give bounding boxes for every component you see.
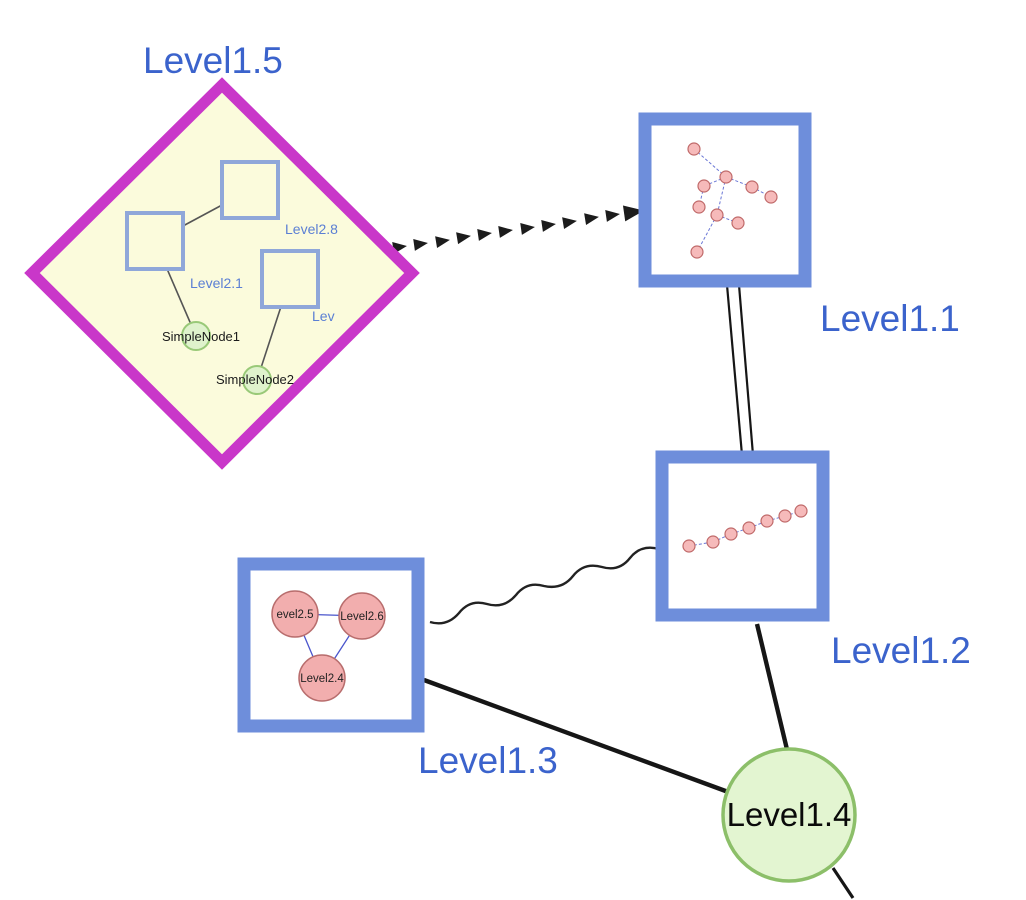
node-level25[interactable] — [271, 590, 319, 638]
group-node-level14[interactable]: Level1.4 — [721, 747, 857, 883]
label-level28: Level2.8 — [285, 221, 338, 237]
label-level21: Level2.1 — [190, 275, 243, 291]
mini-node[interactable] — [745, 180, 759, 194]
edge-level13-level14[interactable] — [423, 677, 751, 803]
label-level25: evel2.5 — [276, 609, 313, 621]
mini-node[interactable] — [760, 514, 774, 528]
node-level2x-square[interactable] — [260, 249, 320, 309]
node-simplenode2[interactable] — [242, 365, 272, 395]
level12-mini-nodes — [682, 504, 808, 553]
mini-node[interactable] — [710, 208, 724, 222]
node-level28-square[interactable] — [220, 160, 280, 220]
label-level24: Level2.4 — [300, 673, 344, 685]
group-node-level13[interactable]: evel2.5 Level2.6 Level2.4 — [237, 557, 425, 733]
mini-node[interactable] — [731, 216, 745, 230]
label-simplenode2: SimpleNode2 — [216, 372, 294, 387]
node-level26[interactable] — [338, 592, 386, 640]
mini-node[interactable] — [692, 200, 706, 214]
mini-node[interactable] — [687, 142, 701, 156]
node-level11-box[interactable] — [638, 112, 812, 288]
label-level12: Level1.2 — [831, 630, 971, 671]
mini-node[interactable] — [682, 539, 696, 553]
node-level12-box[interactable] — [655, 450, 830, 622]
mini-node[interactable] — [697, 179, 711, 193]
edge-wavy-level13-level12[interactable] — [429, 546, 660, 625]
group-node-level12[interactable] — [655, 450, 830, 622]
group-node-level11[interactable] — [638, 112, 812, 288]
edge-dashed-arrow-level15-level11[interactable] — [392, 205, 644, 254]
mini-node[interactable] — [724, 527, 738, 541]
edge-double-level11-level12[interactable] — [725, 284, 755, 456]
node-level21-square[interactable] — [125, 211, 185, 271]
label-level2x: Lev — [312, 308, 335, 324]
node-level24[interactable] — [298, 654, 346, 702]
edge-level12-level14[interactable] — [754, 623, 793, 763]
node-simplenode1[interactable] — [181, 321, 211, 351]
label-simplenode1: SimpleNode1 — [162, 329, 240, 344]
label-level11: Level1.1 — [820, 298, 960, 339]
mini-node[interactable] — [690, 245, 704, 259]
label-level14: Level1.4 — [727, 796, 852, 833]
mini-node[interactable] — [794, 504, 808, 518]
mini-node[interactable] — [742, 521, 756, 535]
edge-stub-level14[interactable] — [831, 867, 855, 899]
label-level26: Level2.6 — [340, 611, 383, 623]
level11-mini-nodes — [687, 142, 778, 259]
node-level15-diamond[interactable] — [24, 77, 420, 470]
node-level14-circle[interactable] — [721, 747, 857, 883]
node-level13-box[interactable] — [237, 557, 425, 733]
label-level13: Level1.3 — [418, 740, 558, 781]
mini-node[interactable] — [764, 190, 778, 204]
mini-node[interactable] — [778, 509, 792, 523]
label-level15: Level1.5 — [143, 40, 283, 81]
group-node-level15[interactable]: Level2.8 Level2.1 Lev SimpleNode1 Simple… — [24, 77, 420, 470]
mini-node[interactable] — [706, 535, 720, 549]
mini-node[interactable] — [719, 170, 733, 184]
